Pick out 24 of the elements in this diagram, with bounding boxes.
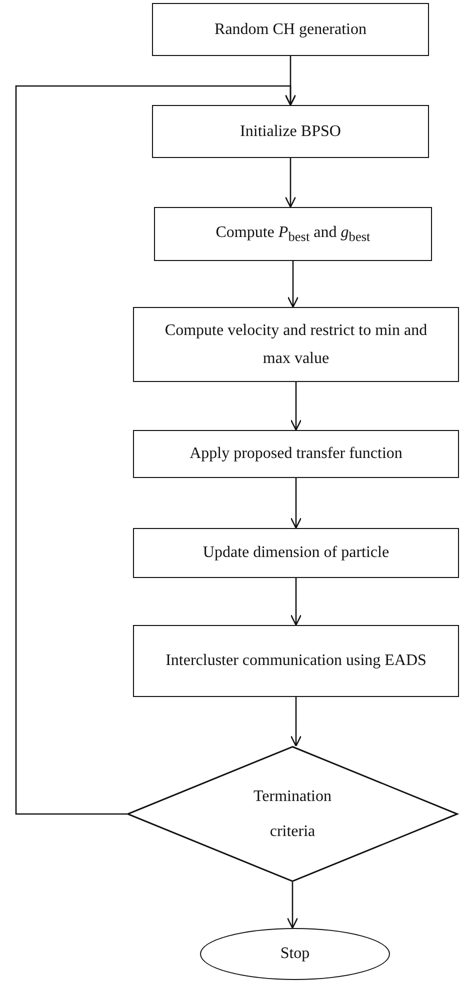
process-box (133, 528, 459, 578)
arrow (287, 261, 299, 308)
arrow (15, 85, 296, 815)
arrow (284, 158, 296, 208)
process-box (133, 625, 459, 697)
node-text: Random CH generation (214, 20, 366, 40)
arrow (290, 578, 302, 626)
node-text: Compute P$_{best}$ and g$_{best}$ (216, 223, 370, 246)
node-text: Update dimension of particle (202, 543, 390, 563)
process-box (154, 207, 432, 261)
arrow (290, 382, 302, 431)
process-box (152, 3, 429, 56)
node-text: Intercluster communication using EADS (166, 651, 426, 671)
process-box (133, 307, 459, 382)
arrow (290, 697, 302, 747)
arrow (290, 478, 302, 529)
process-box (152, 105, 429, 158)
node-text: Initialize BPSO (240, 122, 341, 142)
arrow (286, 882, 298, 929)
node-text: Termination criteria (252, 786, 332, 842)
node-text: Stop (280, 944, 310, 964)
process-box (133, 430, 459, 478)
node-text: Compute velocity and restrict to min and max value (164, 320, 428, 368)
node-text: Apply proposed transfer function (190, 444, 402, 464)
